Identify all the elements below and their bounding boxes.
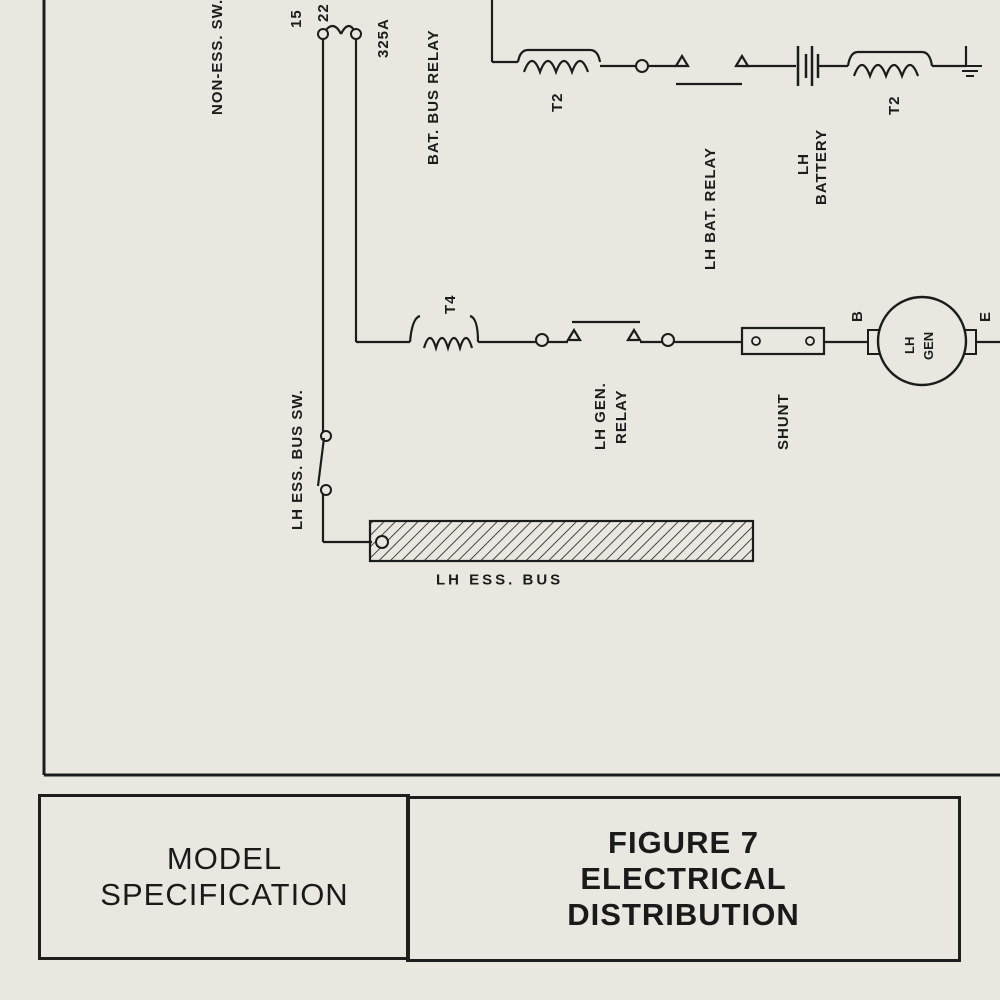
shunt-symbol (740, 326, 826, 356)
label-lh-battery-1: LH (795, 153, 812, 175)
label-t2-right: T2 (886, 95, 903, 115)
label-lh-gen-2: GEN (921, 332, 936, 360)
model-line-2: SPECIFICATION (100, 877, 349, 912)
label-t4: T4 (442, 294, 459, 314)
ground-icon (958, 65, 982, 77)
figure-title-2: DISTRIBUTION (567, 897, 800, 932)
title-block-model: MODEL SPECIFICATION (38, 794, 410, 960)
lh-bat-relay-contacts (674, 53, 750, 86)
label-terminal-b: B (849, 310, 866, 322)
figure-number: FIGURE 7 (608, 825, 759, 860)
lh-generator-symbol (867, 295, 977, 387)
page-frame (42, 0, 1000, 777)
terminal-node (317, 28, 329, 40)
label-lh-ess-bus: LH ESS. BUS (436, 572, 563, 589)
label-terminal-e: E (977, 311, 994, 322)
label-fuse-15: 15 (288, 9, 305, 28)
label-fuse-325a: 325A (375, 18, 392, 58)
label-lh-bat-relay: LH BAT. RELAY (702, 147, 719, 270)
terminal-node (350, 28, 362, 40)
label-bat-bus-relay: BAT. BUS RELAY (425, 29, 442, 165)
label-lh-gen-relay-1: LH GEN. (592, 382, 609, 450)
label-shunt: SHUNT (775, 393, 792, 450)
terminal-node (661, 333, 675, 347)
label-lh-battery-2: BATTERY (813, 129, 830, 205)
t2-left-coil (516, 48, 602, 76)
lh-ess-bus-switch (316, 430, 332, 496)
battery-symbol (796, 46, 820, 86)
lh-ess-bus-bar (368, 519, 755, 563)
t4-coil (408, 314, 480, 352)
t2-right-coil (846, 50, 934, 80)
model-line-1: MODEL (166, 841, 283, 876)
title-block-figure: FIGURE 7 ELECTRICAL DISTRIBUTION (406, 796, 961, 962)
wiring (321, 0, 1000, 544)
label-lh-ess-bus-sw: LH ESS. BUS SW. (289, 389, 306, 530)
label-lh-gen-relay-2: RELAY (613, 390, 630, 444)
terminal-node (635, 59, 649, 73)
label-non-ess-sw: NON-ESS. SW. (209, 0, 226, 115)
label-lh-gen-1: LH (902, 337, 917, 354)
terminal-node (535, 333, 549, 347)
label-t2-left: T2 (549, 92, 566, 112)
label-fuse-22: 22 (315, 3, 332, 22)
lh-gen-relay-contacts (566, 320, 642, 342)
figure-title-1: ELECTRICAL (580, 861, 787, 896)
